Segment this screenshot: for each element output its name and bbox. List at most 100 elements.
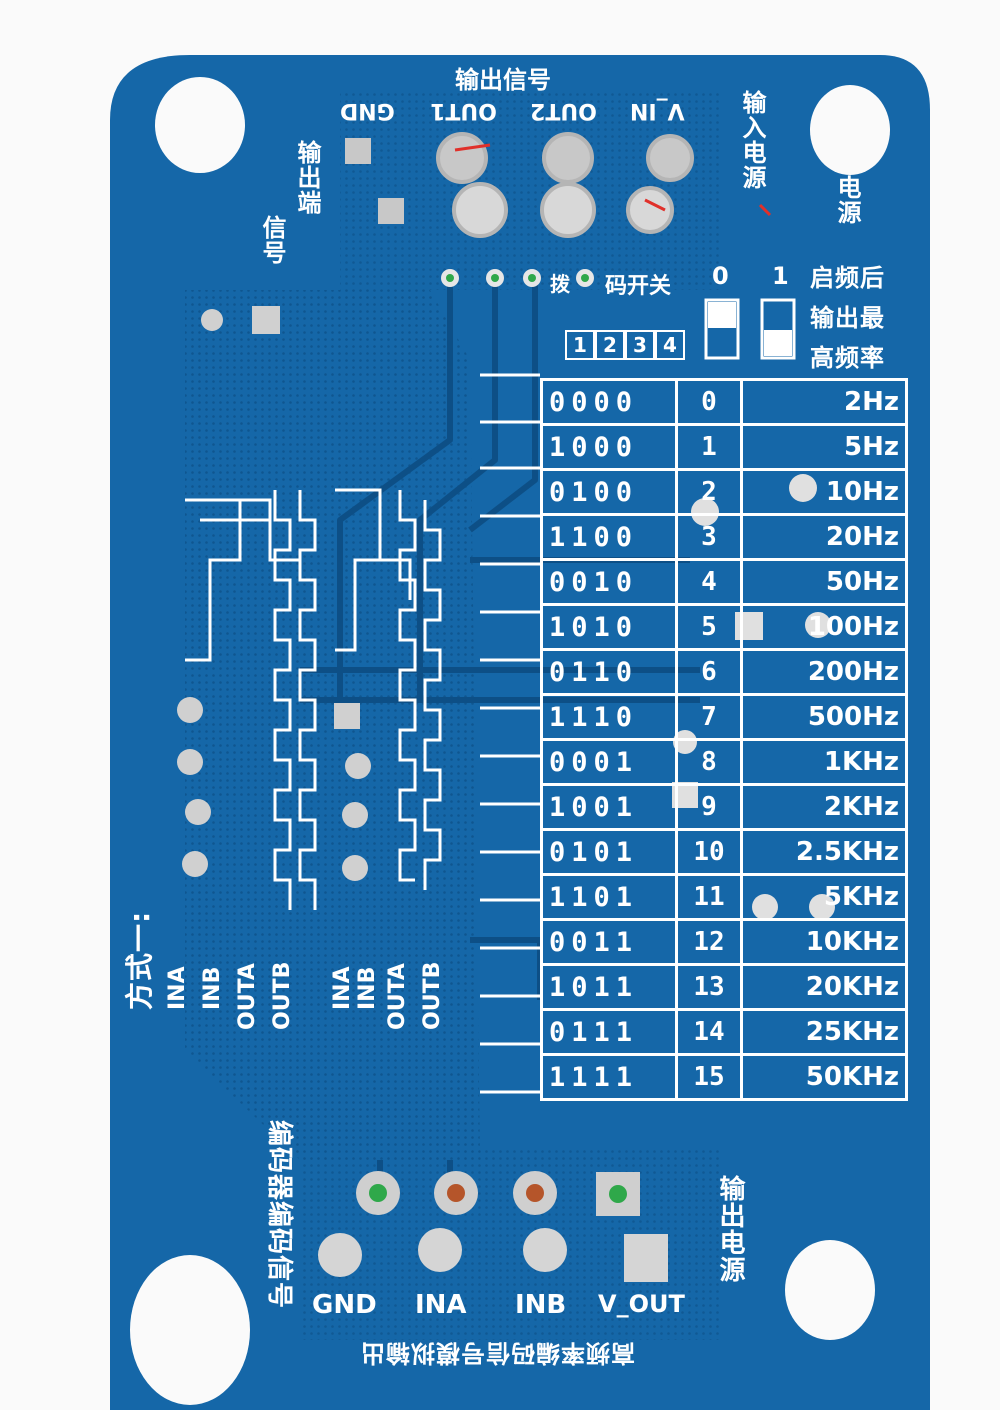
dip-state-0: 0	[712, 262, 729, 290]
dip-code: 0010	[540, 558, 678, 606]
wave-label-inb-mid: INB	[355, 966, 380, 1010]
dip-code: 1101	[540, 873, 678, 921]
frequency-value: 50Hz	[740, 558, 908, 606]
mount-hole-bottom-right	[785, 1240, 875, 1340]
dip-prefix: 拨	[550, 272, 570, 296]
frequency-value: 500Hz	[740, 693, 908, 741]
pin-label-gnd-top: GND	[340, 98, 395, 123]
mount-hole-bottom-left	[130, 1255, 250, 1405]
bottom-pads	[318, 1171, 668, 1282]
code-index: 3	[675, 513, 743, 561]
dip-state-0-box	[704, 298, 740, 360]
wave-label-outa-mid: OUTA	[385, 963, 410, 1030]
frequency-value: 5Hz	[740, 423, 908, 471]
output-power-label: 输出电源	[715, 1175, 745, 1283]
dip-code: 1010	[540, 603, 678, 651]
aux-pad	[378, 198, 404, 224]
code-index: 7	[675, 693, 743, 741]
code-index: 6	[675, 648, 743, 696]
dip-code: 1100	[540, 513, 678, 561]
code-index: 0	[675, 378, 743, 426]
code-index: 14	[675, 1008, 743, 1056]
dip-number-2: 2	[595, 330, 625, 360]
mount-hole-top-right	[810, 85, 890, 175]
dip-code: 0100	[540, 468, 678, 516]
copper-pour	[185, 290, 480, 1160]
dip-code: 1011	[540, 963, 678, 1011]
frequency-value: 10KHz	[740, 918, 908, 966]
dip-code: 0110	[540, 648, 678, 696]
pin-label-out2: OUT2	[530, 98, 597, 123]
dip-header-pads	[441, 269, 594, 287]
pin-label-vin: V_IN	[630, 98, 685, 123]
pin-label-ina: INA	[415, 1290, 467, 1320]
output-terminal-label: 输出端	[293, 140, 321, 215]
pin-label-out1: OUT1	[430, 98, 497, 123]
dip-code: 0011	[540, 918, 678, 966]
dip-state-1: 1	[772, 262, 789, 290]
wave-label-outb-mid: OUTB	[420, 961, 445, 1030]
code-index: 13	[675, 963, 743, 1011]
dip-state-1-box	[760, 298, 796, 360]
bottom-description: 高频率编码信号模拟输出	[360, 1339, 635, 1367]
out2-pad	[542, 132, 594, 184]
frequency-value: 50KHz	[740, 1053, 908, 1101]
mode-label: 方式一:	[123, 910, 156, 1010]
frequency-value: 2.5KHz	[740, 828, 908, 876]
code-index: 11	[675, 873, 743, 921]
code-index: 15	[675, 1053, 743, 1101]
frequency-value: 1KHz	[740, 738, 908, 786]
code-index: 8	[675, 738, 743, 786]
code-index: 1	[675, 423, 743, 471]
dip-code: 0101	[540, 828, 678, 876]
code-index: 10	[675, 828, 743, 876]
note-line-1: 启频后	[810, 264, 885, 292]
vin-pad-b	[626, 186, 674, 234]
code-index: 4	[675, 558, 743, 606]
code-index: 5	[675, 603, 743, 651]
dip-code: 0001	[540, 738, 678, 786]
note-line-3: 高频率	[810, 344, 885, 372]
dip-code: 1111	[540, 1053, 678, 1101]
pin-label-vout: V_OUT	[598, 1290, 685, 1318]
table-guide-lines	[480, 373, 540, 1094]
dip-number-4: 4	[655, 330, 685, 360]
gnd-pad	[345, 138, 371, 164]
frequency-value: 20KHz	[740, 963, 908, 1011]
code-index: 2	[675, 468, 743, 516]
wave-label-inb-left: INB	[200, 966, 225, 1010]
out2-pad-b	[540, 182, 596, 238]
frequency-value: 10Hz	[740, 468, 908, 516]
dip-code: 1001	[540, 783, 678, 831]
pin-label-inb: INB	[515, 1290, 567, 1320]
frequency-value: 5KHz	[740, 873, 908, 921]
frequency-value: 2KHz	[740, 783, 908, 831]
power-label-right: 电源	[833, 175, 861, 225]
dip-number-1: 1	[565, 330, 595, 360]
code-index: 9	[675, 783, 743, 831]
wave-label-outb-left: OUTB	[270, 961, 295, 1030]
dip-switch-title: 码开关	[605, 274, 672, 299]
out1-pad	[436, 132, 488, 184]
wave-label-ina-left: INA	[165, 966, 190, 1010]
frequency-value: 20Hz	[740, 513, 908, 561]
note-line-2: 输出最	[810, 304, 885, 332]
dip-number-box: 1 2 3 4	[565, 302, 685, 360]
code-index: 12	[675, 918, 743, 966]
